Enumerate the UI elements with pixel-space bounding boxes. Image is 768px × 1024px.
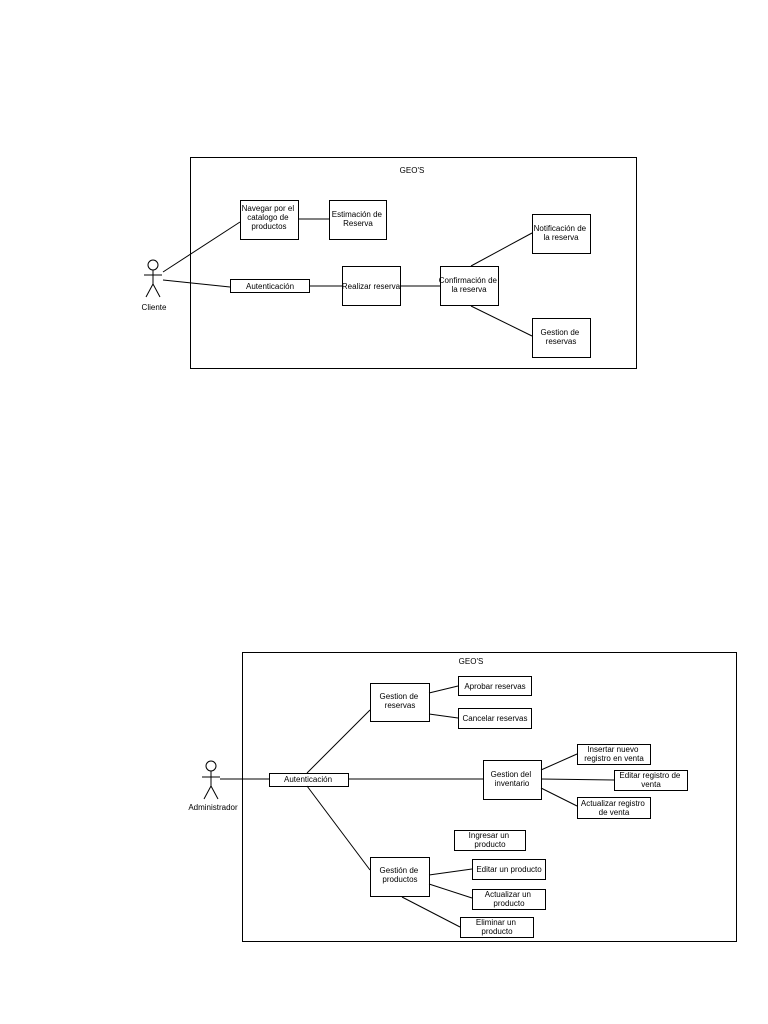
use-case-navegar-box [240, 200, 299, 240]
use-case-aprobar-label: Aprobar reservas [464, 682, 525, 691]
use-case-actualizar-producto-label: Actualizar un producto [485, 890, 533, 908]
use-case-aprobar-box [458, 676, 532, 696]
association-line [162, 221, 241, 273]
association-line [540, 787, 578, 807]
use-case-autenticacion-box [230, 279, 310, 293]
use-case-ingresar-label: Ingresar un producto [469, 831, 512, 849]
client-use-case-diagram [144, 157, 637, 369]
use-case-eliminar-label: Eliminar un producto [476, 918, 518, 936]
association-line [428, 713, 459, 719]
use-case-editar-producto-box [472, 859, 546, 880]
use-case-notificacion-label: Notificación de la reserva [534, 224, 589, 242]
association-line [401, 896, 461, 928]
association-line [470, 232, 533, 267]
association-line [428, 868, 473, 876]
use-case-cancelar-box [458, 708, 532, 729]
association-line [428, 685, 459, 694]
system-title: GEO'S [400, 166, 425, 175]
use-case-insertar-label: Insertar nuevo registro en venta [584, 745, 644, 763]
actor-cliente-label: Cliente [142, 303, 167, 312]
use-case-autenticacion-label: Autenticación [246, 282, 294, 291]
use-case-editar-registro-label: Editar registro de venta [619, 771, 682, 789]
use-case-gestion-reservas-box [532, 318, 591, 358]
use-case-gestion-inventario-label: Gestion del inventario [491, 770, 534, 788]
use-case-gestion-productos-label: Gestión de productos [380, 866, 421, 884]
use-case-estimacion-label: Estimación de Reserva [332, 210, 384, 228]
use-case-gestion-inventario-box [483, 760, 542, 800]
actor-administrador-figure [202, 760, 220, 800]
system-boundary [242, 652, 737, 942]
association-line [306, 785, 371, 871]
use-case-insertar-box [577, 744, 651, 765]
use-case-autenticacion-box [269, 773, 349, 787]
use-case-realizar-box [342, 266, 401, 306]
use-case-ingresar-box [454, 830, 526, 851]
use-case-realizar-label: Realizar reserva [342, 282, 401, 291]
use-case-gestion-productos-box [370, 857, 430, 897]
use-case-gestion-reservas-label: Gestion de reservas [380, 692, 421, 710]
association-line [162, 279, 231, 288]
system-title: GEO'S [459, 657, 484, 666]
use-case-editar-producto-label: Editar un producto [476, 865, 542, 874]
use-case-notificacion-box [532, 214, 591, 254]
use-case-actualizar-registro-box [577, 797, 651, 819]
use-case-actualizar-producto-box [472, 889, 546, 910]
use-case-estimacion-box [329, 200, 387, 240]
use-case-gestion-reservas-box [370, 683, 430, 722]
admin-use-case-diagram [202, 652, 737, 942]
association-line [540, 778, 615, 781]
use-case-cancelar-label: Cancelar reservas [463, 714, 528, 723]
association-line [428, 883, 473, 899]
use-case-gestion-reservas-label: Gestion de reservas [541, 328, 582, 346]
use-case-navegar-label: Navegar por el catalogo de productos [242, 204, 297, 231]
association-line [540, 753, 578, 771]
use-case-eliminar-box [460, 917, 534, 938]
use-case-confirmacion-label: Confirmación de la reserva [439, 276, 499, 294]
use-case-autenticacion-label: Autenticación [284, 775, 332, 784]
actor-cliente-figure [144, 259, 162, 298]
system-boundary [190, 157, 637, 369]
use-case-actualizar-registro-label: Actualizar registro de venta [581, 799, 647, 817]
association-line [470, 305, 533, 337]
use-case-confirmacion-box [440, 266, 499, 306]
actor-administrador-label: Administrador [188, 803, 238, 812]
use-case-editar-registro-box [614, 770, 688, 791]
association-line [306, 709, 371, 774]
